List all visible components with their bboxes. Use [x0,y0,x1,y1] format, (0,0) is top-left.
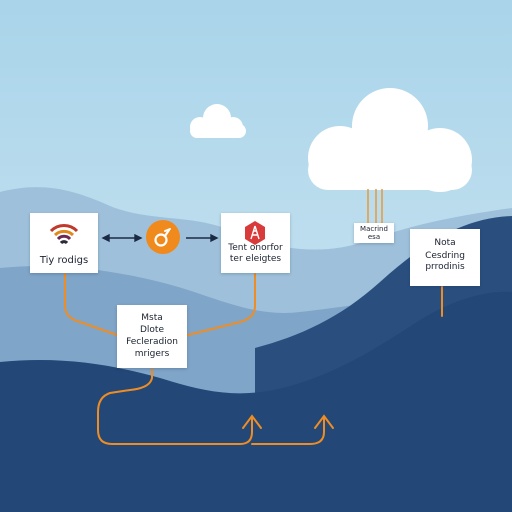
orange-connectors [64,273,443,445]
connector-node2-node3 [187,273,256,336]
node-5-label-line-3: prrodinis [425,262,465,272]
node-2-label-line-2: ter eleigtes [229,254,282,264]
node-card-2[interactable]: Tent onorfor ter eleigtes [221,213,290,273]
node-3-label-line-2: Dlote [139,325,164,335]
node-5-label-line-2: Cesdring [425,251,465,261]
node-3-label-line-3: Fecleradion [126,337,178,347]
wifi-signal-icon [49,224,79,245]
connector-node1-node3 [64,273,118,336]
node-4-label-line-2: esa [367,233,381,241]
node-card-4[interactable]: Macrind esa [354,223,394,243]
node-1-label: Tiy rodigs [39,255,89,266]
arrowhead-up-left [242,414,262,429]
node-card-3[interactable]: Msta Dlote Fecleradion mrigers [117,305,187,368]
node-3-label-line-4: mrigers [134,349,170,359]
router-tower-icon [245,221,265,245]
connector-node3-loop [97,368,253,445]
arrowhead-up-right [314,414,334,429]
cloud-links [367,189,383,224]
node-3-label-line-1: Msta [141,313,163,323]
hub-node[interactable] [146,220,180,254]
node-card-5[interactable]: Nota Cesdring prrodinis [410,229,480,286]
cloud-service [308,88,472,192]
node-5-label-line-1: Nota [434,238,456,248]
foreground-hill [0,291,512,512]
gender-symbol-icon [154,228,171,247]
node-4-label-line-1: Macrind [360,225,388,233]
node-2-label-line-1: Tent onorfor [228,243,283,253]
arrow-hub-node2 [186,233,219,243]
arrow-node1-hub [101,233,143,243]
connector-loop-right [251,417,325,445]
node-card-1[interactable]: Tiy rodigs [30,213,98,273]
small-cloud [190,104,246,138]
